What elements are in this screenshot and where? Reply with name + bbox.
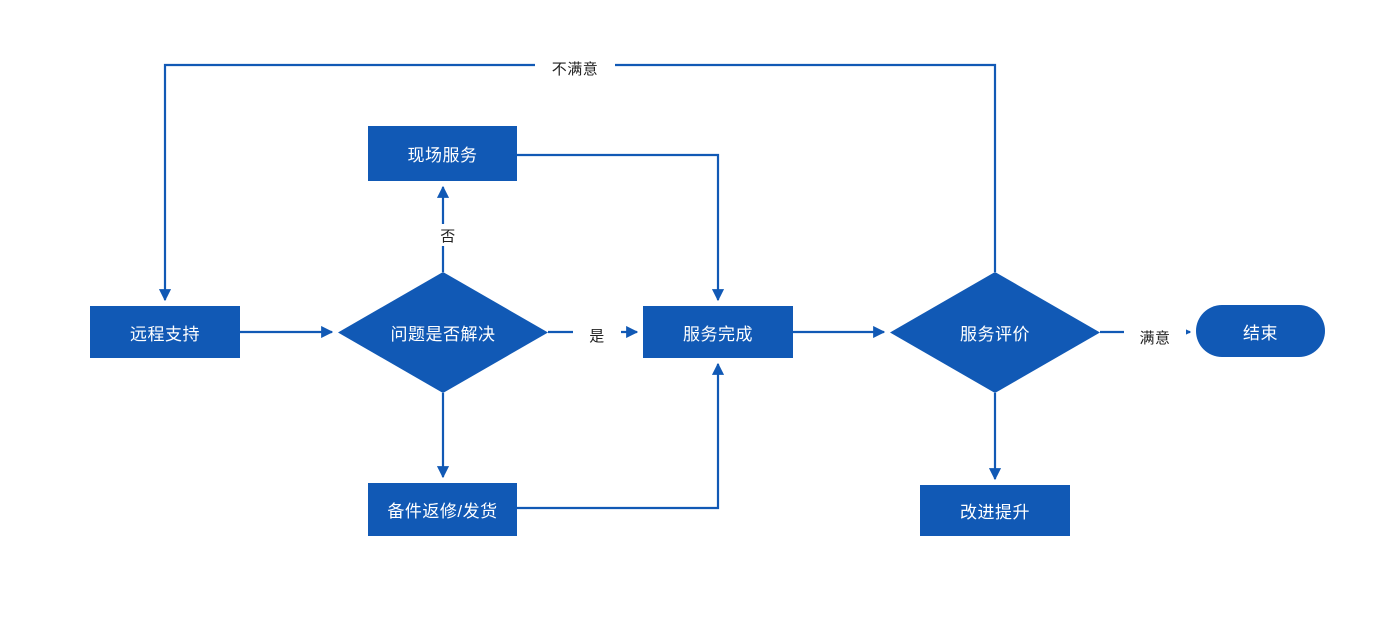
node-end[interactable] — [1196, 305, 1325, 357]
node-improvement[interactable] — [920, 485, 1070, 536]
edge-unsatisfied-to-remote — [158, 63, 997, 302]
node-problem-solved[interactable] — [338, 272, 548, 393]
node-remote-support[interactable] — [90, 306, 240, 358]
node-service-done[interactable] — [643, 306, 793, 358]
node-onsite-service[interactable] — [368, 126, 517, 181]
node-service-rating[interactable] — [890, 272, 1100, 393]
edge-parts-to-done — [517, 362, 725, 510]
edge-onsite-to-done — [517, 153, 725, 302]
node-parts-repair[interactable] — [368, 483, 517, 536]
